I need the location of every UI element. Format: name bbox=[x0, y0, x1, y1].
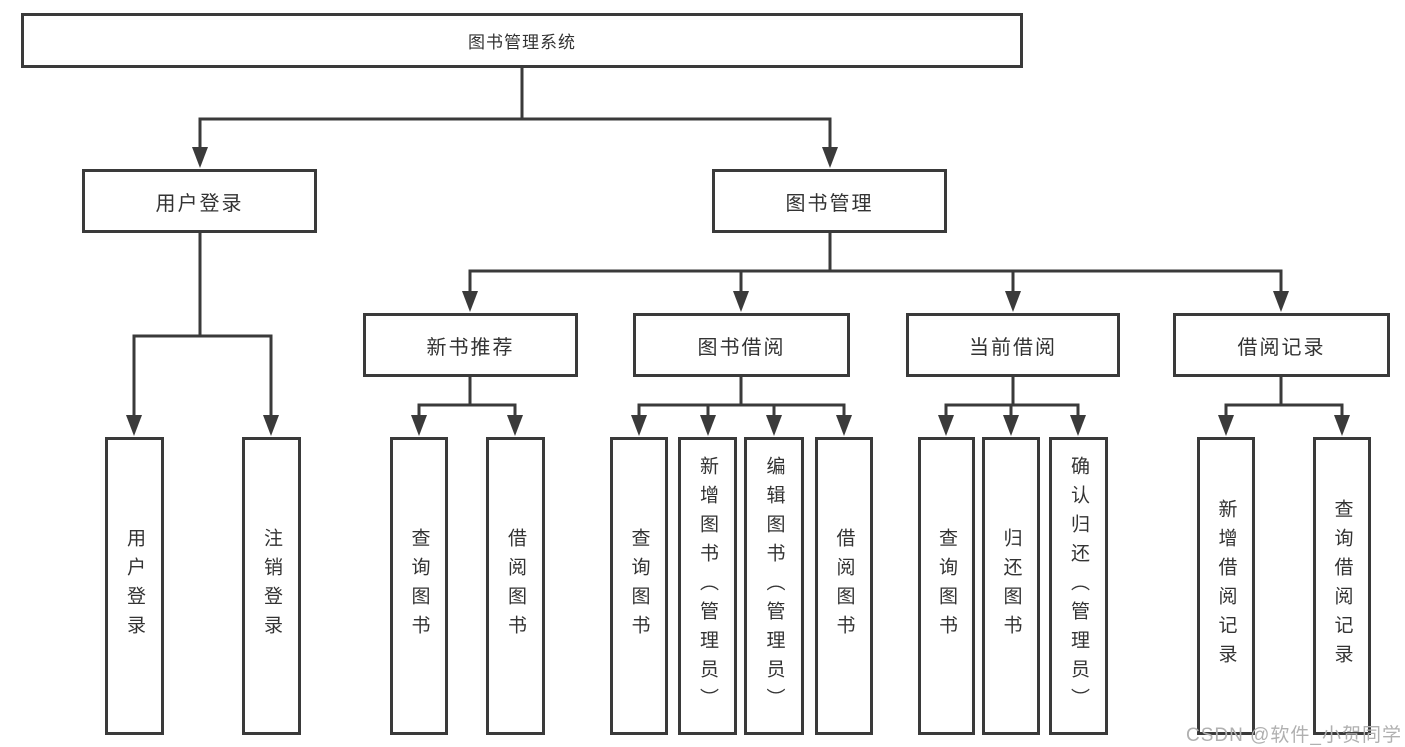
leaf-nb-query-books-label: 查询图书 bbox=[408, 528, 430, 644]
node-borrow-records: 借阅记录 bbox=[1173, 313, 1390, 377]
node-user-login: 用户登录 bbox=[82, 169, 317, 233]
leaf-nb-borrow-books: 借阅图书 bbox=[486, 437, 545, 735]
arrowheads bbox=[126, 147, 1350, 436]
node-borrow-records-label: 借阅记录 bbox=[1237, 336, 1326, 359]
leaf-bb-query-books-label: 查询图书 bbox=[628, 528, 650, 644]
leaf-br-query-record-label: 查询借阅记录 bbox=[1331, 499, 1353, 673]
node-book-borrow: 图书借阅 bbox=[633, 313, 850, 377]
leaf-bb-query-books: 查询图书 bbox=[610, 437, 668, 735]
leaf-br-query-record: 查询借阅记录 bbox=[1313, 437, 1371, 735]
leaf-cb-query-books: 查询图书 bbox=[918, 437, 975, 735]
leaf-bb-edit-books-admin-label: 编辑图书（管理员） bbox=[763, 455, 785, 717]
node-current-borrow: 当前借阅 bbox=[906, 313, 1120, 377]
leaf-br-add-record: 新增借阅记录 bbox=[1197, 437, 1255, 735]
leaf-nb-borrow-books-label: 借阅图书 bbox=[505, 528, 526, 644]
leaf-bb-add-books-admin-label: 新增图书（管理员） bbox=[697, 455, 718, 717]
node-current-borrow-label: 当前借阅 bbox=[969, 336, 1057, 359]
node-user-login-label: 用户登录 bbox=[155, 192, 244, 215]
csdn-watermark: CSDN @软件_小贺同学 bbox=[1186, 725, 1402, 746]
leaf-user-login-label: 用户登录 bbox=[124, 528, 145, 644]
leaf-cb-return-books: 归还图书 bbox=[982, 437, 1040, 735]
leaf-bb-borrow-books-label: 借阅图书 bbox=[833, 528, 855, 644]
leaf-cb-return-books-label: 归还图书 bbox=[1000, 528, 1022, 644]
leaf-cb-confirm-return-admin: 确认归还（管理员） bbox=[1049, 437, 1108, 735]
leaf-bb-add-books-admin: 新增图书（管理员） bbox=[678, 437, 737, 735]
node-root-label: 图书管理系统 bbox=[468, 33, 576, 52]
leaf-logout: 注销登录 bbox=[242, 437, 301, 735]
leaf-br-add-record-label: 新增借阅记录 bbox=[1215, 499, 1237, 673]
node-book-borrow-label: 图书借阅 bbox=[697, 336, 786, 359]
leaf-logout-label: 注销登录 bbox=[261, 528, 282, 644]
leaf-cb-query-books-label: 查询图书 bbox=[936, 528, 957, 644]
leaf-cb-confirm-return-admin-label: 确认归还（管理员） bbox=[1068, 455, 1089, 717]
leaf-nb-query-books: 查询图书 bbox=[390, 437, 448, 735]
leaf-bb-edit-books-admin: 编辑图书（管理员） bbox=[744, 437, 804, 735]
leaf-bb-borrow-books: 借阅图书 bbox=[815, 437, 873, 735]
node-new-book-recommend-label: 新书推荐 bbox=[426, 336, 515, 359]
node-book-management: 图书管理 bbox=[712, 169, 947, 233]
node-book-management-label: 图书管理 bbox=[785, 192, 874, 215]
node-new-book-recommend: 新书推荐 bbox=[363, 313, 578, 377]
node-root-system: 图书管理系统 bbox=[21, 13, 1023, 68]
leaf-user-login: 用户登录 bbox=[105, 437, 164, 735]
